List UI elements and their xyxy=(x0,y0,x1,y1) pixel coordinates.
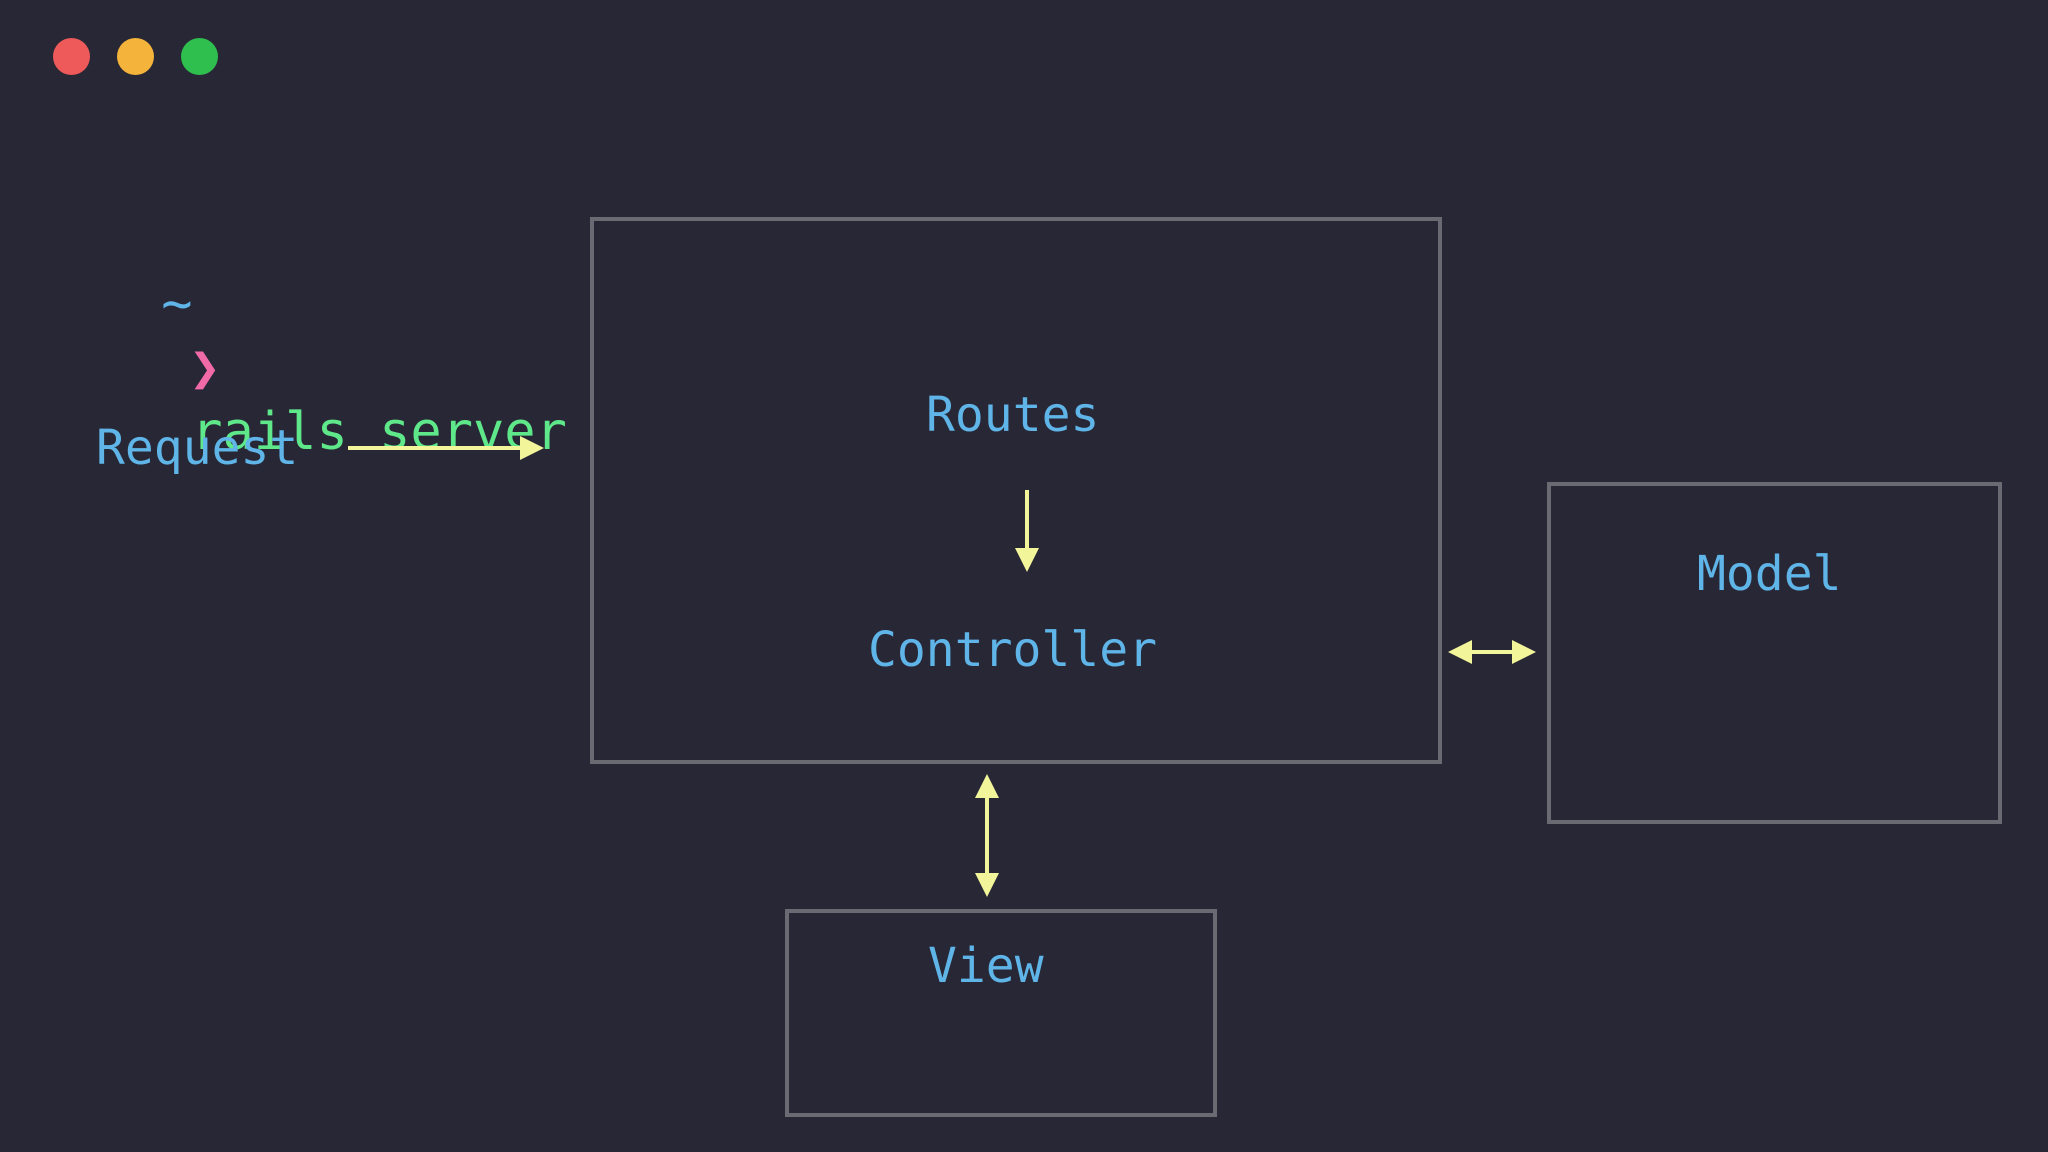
routes-label: Routes xyxy=(926,387,1100,443)
request-label: Request xyxy=(96,420,299,476)
prompt-chevron-icon: ❯ xyxy=(189,338,221,398)
close-dot-icon[interactable] xyxy=(53,38,90,75)
prompt-command: rails server xyxy=(191,402,567,462)
terminal-prompt: ~ ❯ rails server xyxy=(36,208,567,528)
window-controls xyxy=(53,38,218,75)
prompt-tilde: ~ xyxy=(161,274,193,334)
model-box xyxy=(1547,482,2002,824)
routes-controller-box xyxy=(590,217,1442,764)
minimize-dot-icon[interactable] xyxy=(117,38,154,75)
view-label: View xyxy=(928,938,1044,994)
controller-label: Controller xyxy=(868,622,1157,678)
model-label: Model xyxy=(1697,546,1842,602)
maximize-dot-icon[interactable] xyxy=(181,38,218,75)
view-box xyxy=(785,909,1217,1117)
